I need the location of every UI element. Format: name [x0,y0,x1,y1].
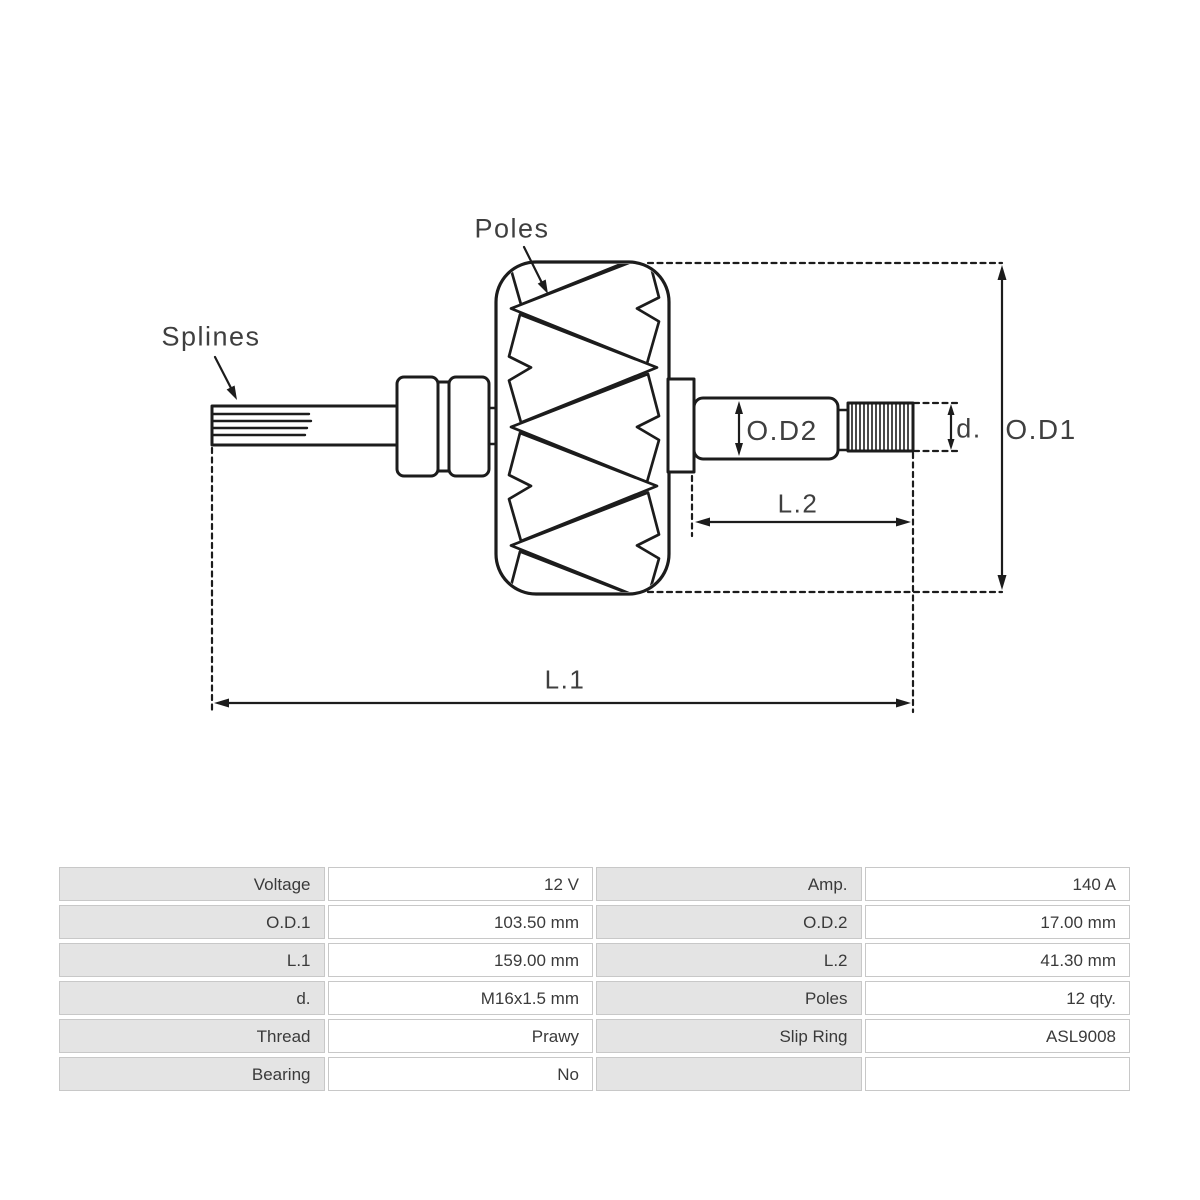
l1-dimension-arrow [214,698,911,708]
construction-lines [210,261,1004,714]
spec-label-cell [596,1057,862,1091]
spec-value-cell: M16x1.5 mm [327,981,593,1015]
spec-value-cell: ASL9008 [864,1019,1130,1053]
right-shaft [692,396,840,461]
spec-table: Voltage 12 V Amp. 140 A O.D.1 103.50 mm … [59,867,1130,1091]
spec-value-cell: 103.50 mm [327,905,593,939]
rotor-claw-poles [507,264,661,592]
spec-label-cell: Amp. [596,867,862,901]
spline-shaft [210,404,400,447]
spec-label-cell: Voltage [59,867,325,901]
thread-hatching [851,403,909,451]
thread-section [846,401,915,453]
od2-dimension-label: O.D2 [746,415,818,446]
spline-lines [211,412,313,437]
spec-label-cell: Bearing [59,1057,325,1091]
spec-label-cell: L.1 [59,943,325,977]
spec-label-cell: O.D.2 [596,905,862,939]
spec-value-cell [864,1057,1130,1091]
od2-dimension-arrow [735,401,743,456]
l2-dimension-label: L.2 [777,488,819,519]
spec-value-cell: No [327,1057,593,1091]
spec-label-cell: Poles [596,981,862,1015]
shaft-collar-left [395,375,440,478]
shaft-collar-right [447,375,491,478]
od1-dimension-arrow [997,265,1007,590]
spec-value-cell: 140 A [864,867,1130,901]
spec-value-cell: 41.30 mm [864,943,1130,977]
l2-dimension-arrow [695,517,911,527]
spec-value-cell: 159.00 mm [327,943,593,977]
spec-value-cell: 12 qty. [864,981,1130,1015]
spec-label-cell: O.D.1 [59,905,325,939]
shaft-ring [436,380,451,473]
spec-label-cell: Slip Ring [596,1019,862,1053]
rotor-right-collar [666,377,696,474]
d-dimension-label: d. [956,413,982,444]
spec-value-cell: 12 V [327,867,593,901]
dimension-arrows [213,245,1007,708]
spec-label-cell: Thread [59,1019,325,1053]
spec-label-cell: d. [59,981,325,1015]
spec-label-cell: L.2 [596,943,862,977]
splines-callout-arrow [213,355,237,400]
l1-dimension-label: L.1 [544,664,586,695]
splines-label: Splines [161,321,261,352]
poles-label: Poles [474,213,550,244]
od1-dimension-label: O.D1 [1005,414,1077,445]
d-dimension-arrow [947,404,955,450]
spec-value-cell: 17.00 mm [864,905,1130,939]
spec-value-cell: Prawy [327,1019,593,1053]
poles-callout-arrow [522,245,548,294]
